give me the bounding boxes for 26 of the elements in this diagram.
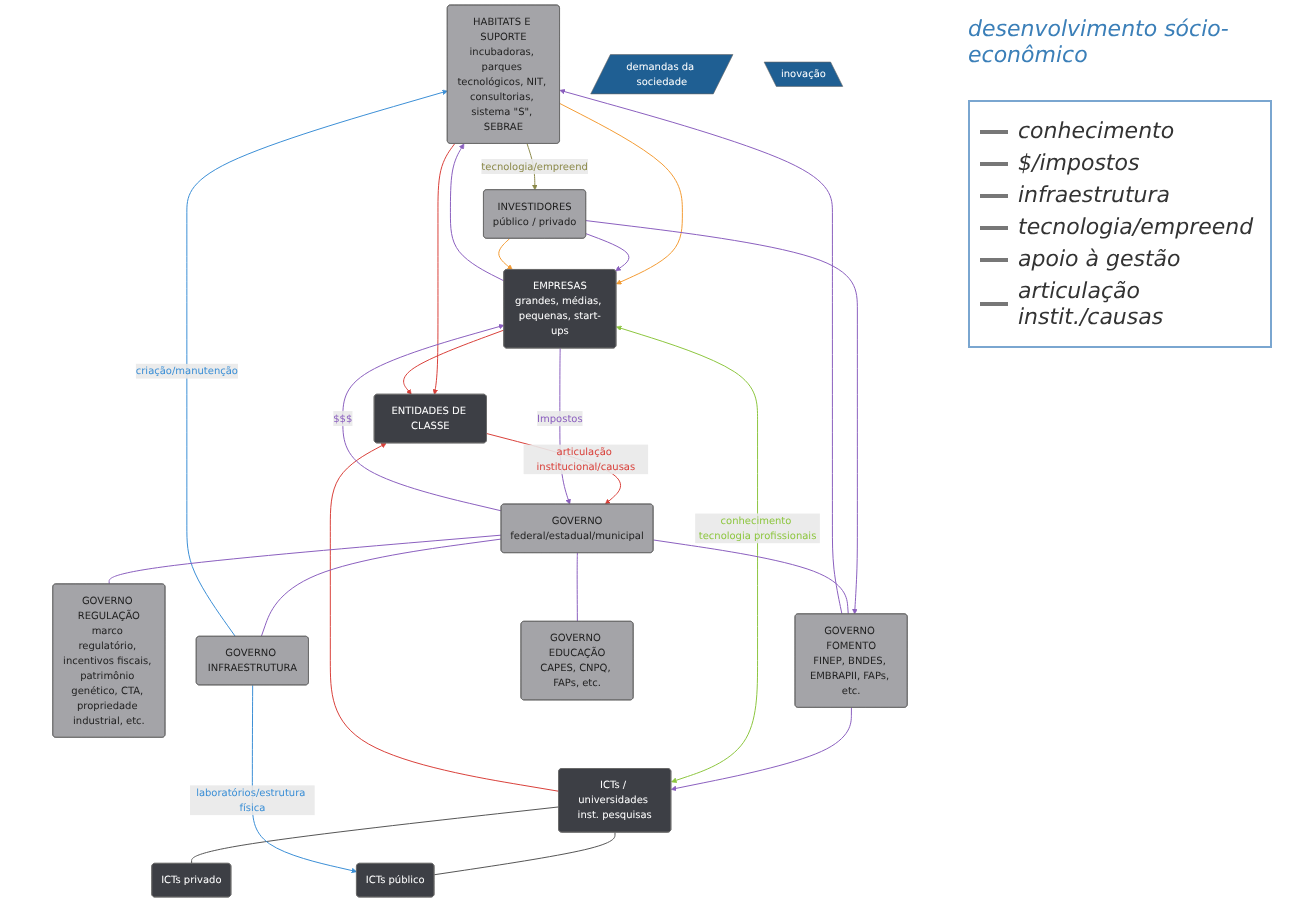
- arrow: [616, 325, 759, 783]
- connector: [260, 538, 502, 638]
- legend-text: apoio à gestão: [1018, 246, 1181, 272]
- connector: [191, 806, 560, 865]
- arrow: [585, 220, 858, 615]
- arrow: [403, 329, 505, 395]
- connector: [652, 539, 849, 615]
- arrow: [498, 238, 513, 271]
- connector: [433, 831, 616, 876]
- legend-text: infraestrutura: [1018, 182, 1171, 208]
- region-label: desenvolvimento sócio-econômico: [968, 16, 1231, 68]
- arrow: [449, 143, 505, 282]
- arrow: [432, 143, 456, 395]
- legend-text: $/impostos: [1018, 150, 1140, 176]
- arrow: [186, 89, 448, 638]
- connector: [576, 552, 578, 623]
- arrow: [559, 103, 683, 285]
- arrow: [251, 684, 357, 874]
- arrow: [329, 442, 560, 792]
- connector: [108, 534, 502, 585]
- legend-text: articulação instit./causas: [1018, 278, 1166, 330]
- legend-text: conhecimento: [1018, 118, 1175, 144]
- arrow: [585, 233, 630, 272]
- arrow: [342, 323, 505, 512]
- arrow: [670, 707, 852, 792]
- legend-text: tecnologia/empreend: [1018, 214, 1254, 240]
